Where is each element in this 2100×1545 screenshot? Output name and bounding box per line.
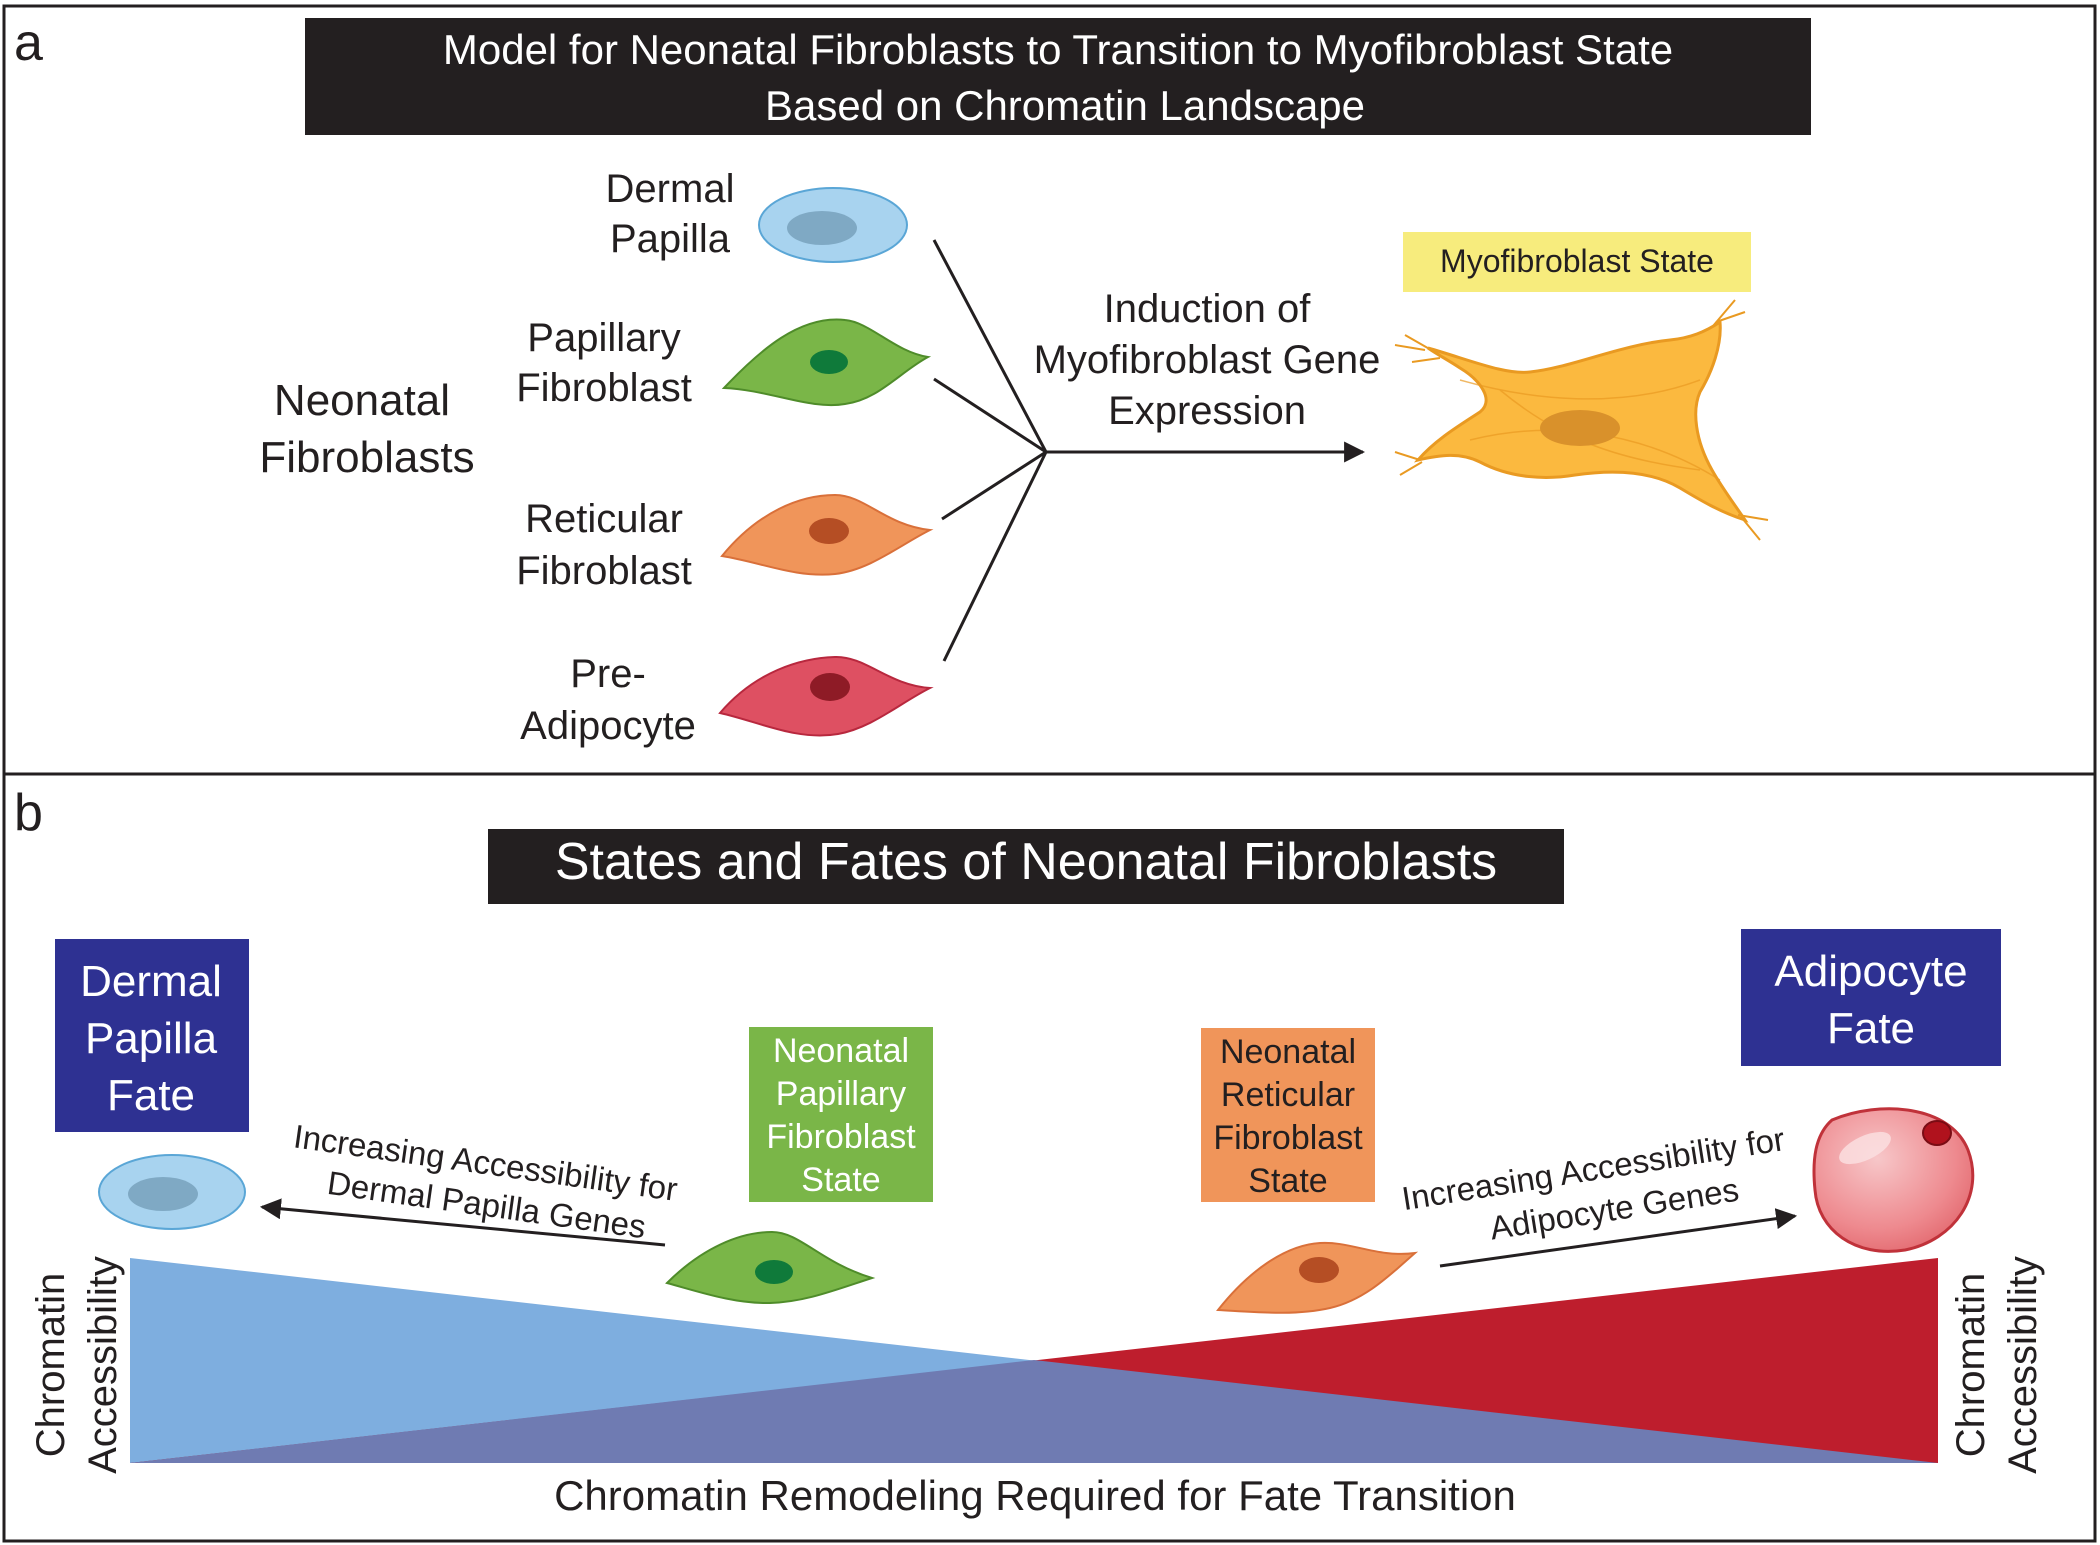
dermal-papilla-fate-line2: Papilla — [85, 1014, 218, 1063]
adipocyte-fate-line2: Fate — [1827, 1004, 1915, 1053]
dermal-papilla-fate-box — [55, 939, 249, 1132]
reticular-state-line2: Reticular — [1221, 1076, 1355, 1114]
panel-a-title-line1: Model for Neonatal Fibroblasts to Transi… — [443, 26, 1673, 73]
panel-b-title: States and Fates of Neonatal Fibroblasts — [555, 833, 1497, 891]
papillary-fibroblast-cell-icon — [721, 318, 932, 407]
adipocyte-cell-icon — [1812, 1107, 1975, 1253]
panel-b-title-bar — [488, 829, 1564, 904]
panel-b: b States and Fates of Neonatal Fibroblas… — [2, 772, 2097, 1543]
papillary-state-line3: Fibroblast — [766, 1118, 916, 1156]
dermal-papilla-label-line2: Papilla — [610, 217, 731, 261]
papillary-state-line1: Neonatal — [773, 1032, 909, 1070]
pre-adipocyte-cell-icon — [718, 655, 934, 737]
papillary-state-line4: State — [801, 1161, 880, 1199]
converging-lines — [932, 239, 1048, 662]
reticular-fibroblast-cell-icon-b — [1216, 1241, 1419, 1314]
reticular-fibroblast-label-line1: Reticular — [525, 497, 683, 541]
reticular-state-line3: Fibroblast — [1213, 1119, 1363, 1157]
panel-a: a Model for Neonatal Fibroblasts to Tran… — [2, 4, 2097, 776]
reticular-state-box — [1201, 1028, 1375, 1202]
myofibroblast-cell-icon — [1394, 299, 1769, 541]
panel-a-letter: a — [14, 14, 43, 72]
papillary-state-line2: Papillary — [776, 1075, 906, 1113]
bottom-axis-label: Chromatin Remodeling Required for Fate T… — [554, 1472, 1516, 1519]
left-axis-label-line2: Accessibility — [81, 1256, 125, 1474]
papillary-fibroblast-label-line1: Papillary — [527, 316, 680, 360]
group-label-line2: Fibroblasts — [259, 433, 474, 482]
panel-a-title-bar — [305, 18, 1811, 135]
panel-b-border — [2, 772, 2097, 1543]
adipocyte-fate-box — [1741, 929, 2001, 1066]
right-axis-label-line1: Chromatin — [1949, 1273, 1993, 1458]
pre-adipocyte-label-line1: Pre- — [570, 652, 646, 696]
myofibroblast-state-box — [1403, 232, 1751, 292]
reticular-state-line4: State — [1248, 1162, 1327, 1200]
panel-b-letter: b — [14, 784, 43, 842]
accessibility-overlap-region — [130, 1360, 1938, 1463]
left-axis-label-line1: Chromatin — [29, 1273, 73, 1458]
group-label-line1: Neonatal — [274, 376, 450, 425]
adipocyte-arrow — [1439, 1208, 1798, 1268]
right-axis-label-line2: Accessibility — [2001, 1256, 2045, 1474]
dermal-papilla-cell-icon — [758, 187, 908, 263]
panel-a-title-line2: Based on Chromatin Landscape — [765, 82, 1365, 129]
dermal-papilla-arrow — [259, 1198, 666, 1247]
reticular-fibroblast-label-line2: Fibroblast — [516, 549, 692, 593]
induction-label-line3: Expression — [1108, 389, 1306, 433]
dermal-papilla-fate-line1: Dermal — [80, 957, 222, 1006]
dermal-papilla-cell-icon-b — [98, 1154, 246, 1230]
dermal-papilla-fate-line3: Fate — [107, 1071, 195, 1120]
papillary-fibroblast-label-line2: Fibroblast — [516, 366, 692, 410]
pre-adipocyte-label-line2: Adipocyte — [520, 704, 696, 748]
adipocyte-fate-line1: Adipocyte — [1774, 947, 1967, 996]
reticular-fibroblast-cell-icon — [720, 493, 934, 576]
dermal-papilla-label-line1: Dermal — [606, 167, 735, 211]
induction-label-line2: Myofibroblast Gene — [1034, 338, 1381, 382]
papillary-state-box — [749, 1027, 933, 1202]
induction-label-line1: Induction of — [1104, 287, 1312, 331]
reticular-state-line1: Neonatal — [1220, 1033, 1356, 1071]
papillary-fibroblast-cell-icon-b — [665, 1230, 876, 1305]
myofibroblast-state-label: Myofibroblast State — [1440, 243, 1714, 279]
